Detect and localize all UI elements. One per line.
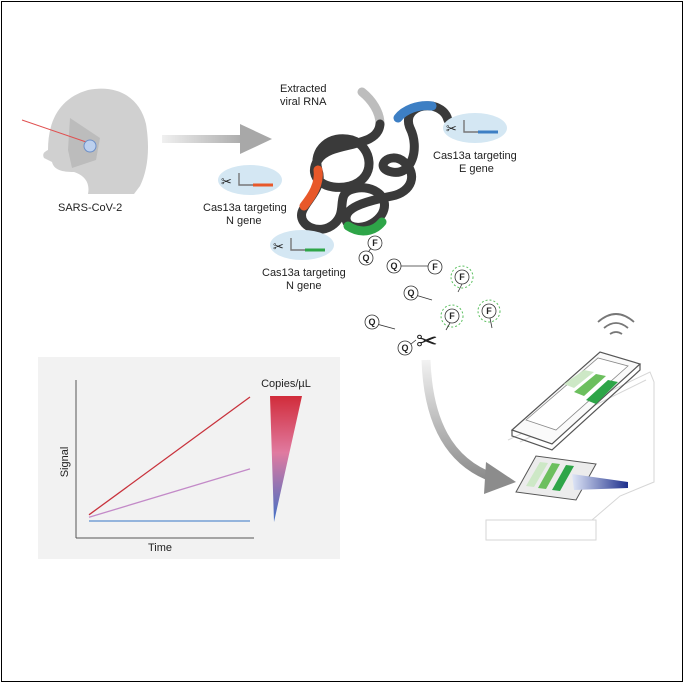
swab-line [21,119,93,145]
quencher-label: Q [407,288,414,298]
fluor-label: F [372,238,378,248]
n-gene-orange-segment [299,165,323,211]
label-extracted-line2: viral RNA [280,96,327,108]
chart-panel [38,357,340,559]
label-cas-n1-line1: Cas13a targeting [203,202,287,214]
label-cas-n2-line1: Cas13a targeting [262,267,346,279]
series-line-1 [88,396,251,516]
curved-arrow-to-reader [421,359,516,494]
copies-gradient-legend [270,396,302,522]
fluor-label: F [486,306,492,316]
scissors-icon: ✂ [273,239,284,254]
n-gene-green-segment [343,217,387,236]
fluor-label: F [432,262,438,272]
x-axis-label: Time [148,542,172,554]
label-cas-e-line1: Cas13a targeting [433,150,517,162]
legend-title: Copies/µL [261,378,311,390]
scissors-icon: ✂ [221,174,232,189]
quencher-label: Q [401,343,408,353]
e-gene-segment [393,101,437,123]
process-arrow [162,124,272,154]
cas13a-complex-e: ✂ [443,113,507,143]
label-cas-n2-line2: N gene [286,280,321,292]
scissors-icon: ✂ [446,121,457,136]
y-axis-label: Signal [59,447,71,478]
reporter-molecules: Q F Q F Q Q Q F F F [358,235,501,356]
label-sars-cov-2: SARS-CoV-2 [58,202,122,214]
label-cas-n1-line2: N gene [226,215,261,227]
quencher-label: Q [390,261,397,271]
series-line-2 [88,468,251,518]
virus-icon [83,139,97,153]
fluor-label: F [449,311,455,321]
wifi-icon [597,313,635,335]
patient-head-illustration [21,88,148,194]
quencher-label: Q [368,317,375,327]
quencher-label: Q [362,253,369,263]
cas13a-complex-n-orange: ✂ [218,165,282,195]
signal-chart: Time Signal Copies/µL [59,378,311,554]
viral-rna-coil [297,87,453,236]
phone-reader-device [485,313,655,541]
label-extracted-line1: Extracted [280,83,326,95]
label-cas-e-line2: E gene [459,163,494,175]
fluor-label: F [459,272,465,282]
cas13a-complex-n-green: ✂ [270,230,334,260]
active-cas13a-scissors-icon: ✂ [416,326,438,356]
